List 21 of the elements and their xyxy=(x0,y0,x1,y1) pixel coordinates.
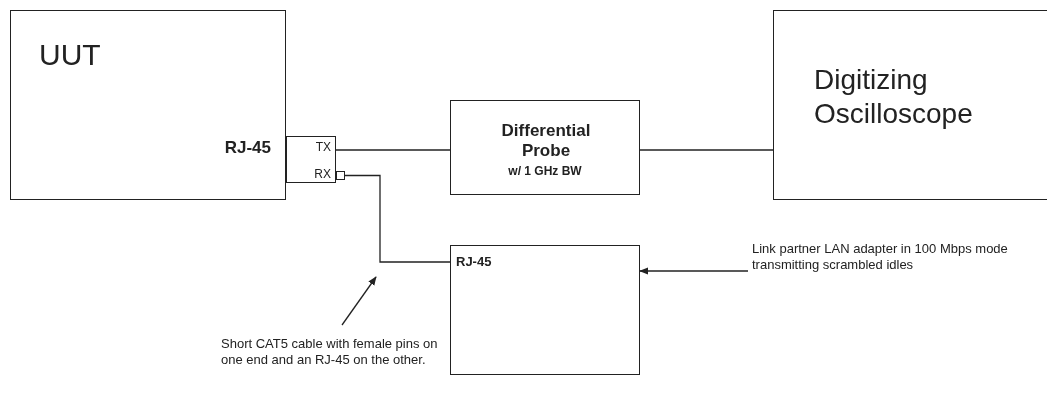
annotation-text: Link partner LAN adapter in 100 Mbps mode transmitting scrambled idles xyxy=(752,241,1009,273)
cable-line xyxy=(344,174,451,263)
label-text: RJ-45 xyxy=(224,138,271,159)
label-text: TX xyxy=(315,140,331,155)
probe-box xyxy=(450,100,640,195)
adapter-box xyxy=(450,245,640,375)
label-text: RX xyxy=(314,167,331,182)
annotation-text: Short CAT5 cable with female pins on one end and an RJ-45 on the other. xyxy=(221,336,439,368)
label-text: RJ-45 xyxy=(456,254,492,270)
oscilloscope-box xyxy=(773,10,1047,200)
label-text: Differential Probe xyxy=(500,121,592,162)
label-text: w/ 1 GHz BW xyxy=(507,164,583,179)
device-box xyxy=(10,10,286,200)
jack-square xyxy=(336,171,345,180)
leader-arrow xyxy=(341,276,377,326)
cable-line xyxy=(335,149,451,151)
arrow xyxy=(639,267,749,275)
label-text: UUT xyxy=(39,37,102,73)
cable-line xyxy=(639,149,774,151)
label-text: Digitizing Oscilloscope xyxy=(814,63,974,131)
connector-box xyxy=(286,136,336,183)
